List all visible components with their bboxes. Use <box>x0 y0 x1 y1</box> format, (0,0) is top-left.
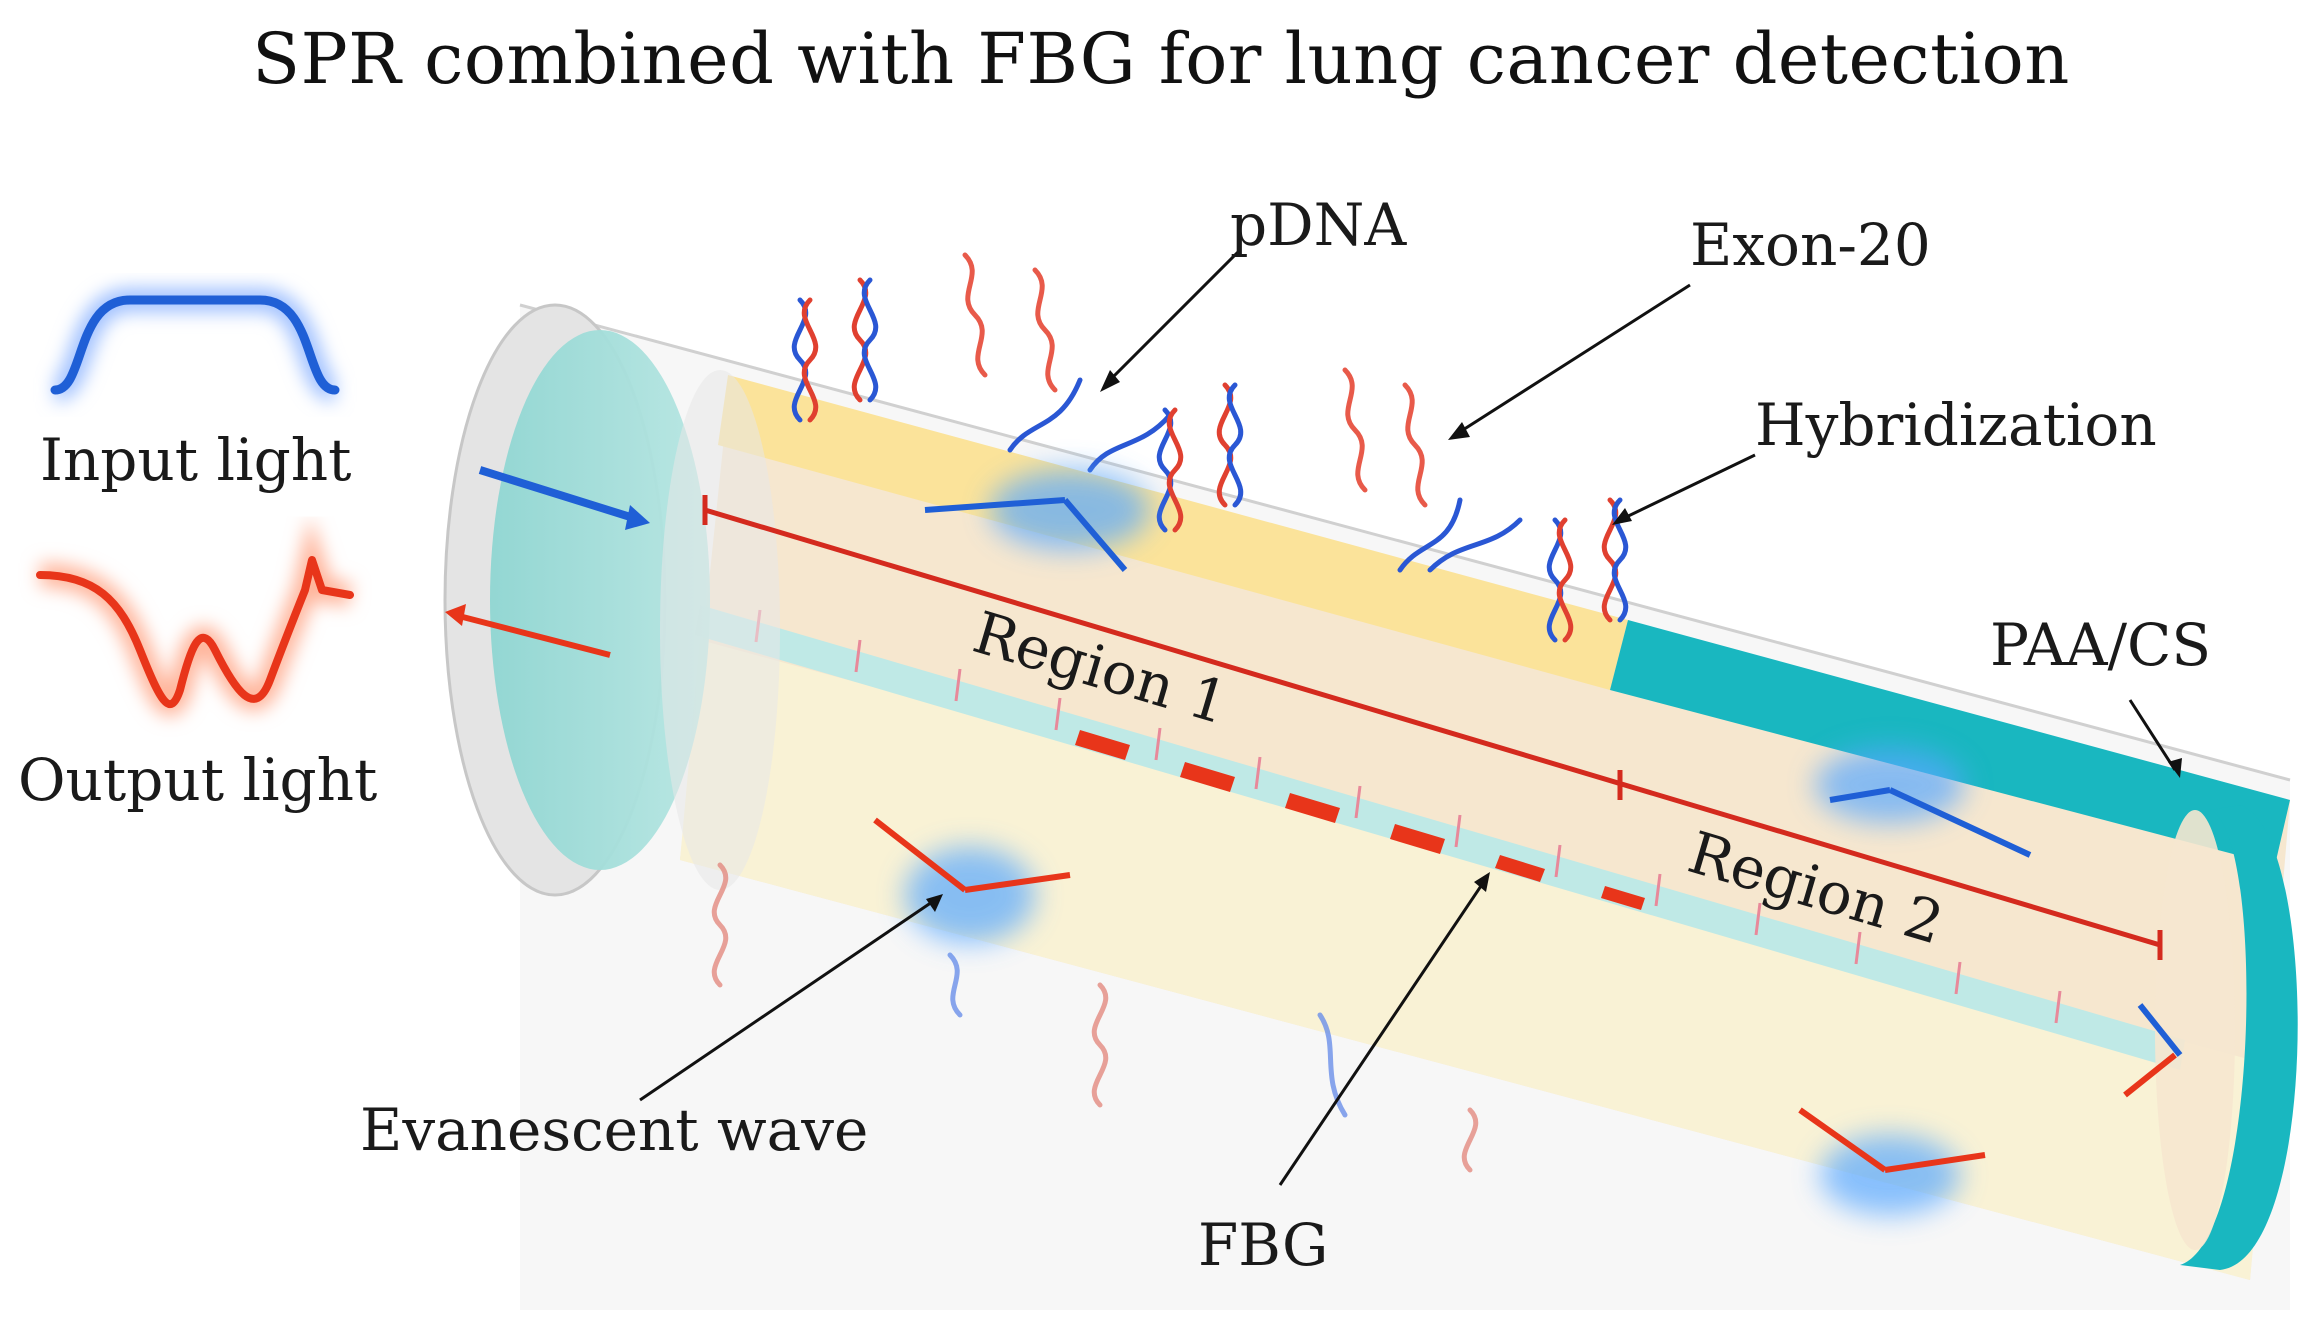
free-strand <box>962 252 988 378</box>
probe-strand <box>947 952 963 1018</box>
evanescent-interactions <box>873 470 2032 1215</box>
hybrid-strand <box>1546 497 1629 643</box>
output-light-legend: Output light <box>18 515 377 814</box>
free-strand <box>711 862 729 988</box>
gold-coating <box>718 375 1628 690</box>
fbg-label: FBG <box>1198 1211 1328 1279</box>
callout-arrowheads <box>926 370 2182 912</box>
probe-strand <box>1427 517 1523 573</box>
output-light-label: Output light <box>18 746 377 814</box>
free-strand <box>1402 382 1428 508</box>
light-direction-arrows <box>445 466 2183 1098</box>
probe-strand <box>1007 377 1083 453</box>
pdna-strand <box>791 277 879 423</box>
callout-lines <box>639 248 2177 1186</box>
evanescent-wave-label: Evanescent wave <box>360 1096 868 1164</box>
region-markers <box>702 495 2163 960</box>
dna-molecules <box>711 252 1629 1173</box>
free-strand <box>1091 982 1109 1108</box>
probe-strand <box>1397 497 1463 573</box>
input-light-label: Input light <box>40 426 351 494</box>
free-strand <box>1342 367 1368 493</box>
free-strand <box>1032 267 1058 393</box>
paa-cs-coating <box>1610 620 2290 865</box>
diagram-title: SPR combined with FBG for lung cancer de… <box>252 18 2070 100</box>
free-strand <box>1461 1107 1479 1173</box>
exon-20-label: Exon-20 <box>1690 211 1931 279</box>
pdna-label: pDNA <box>1230 191 1407 259</box>
hybridization-label: Hybridization <box>1755 391 2157 459</box>
hybrid-strand <box>1156 382 1244 533</box>
probe-strand <box>1087 412 1173 473</box>
paa-cs-label: PAA/CS <box>1990 611 2211 679</box>
input-light-legend: Input light <box>40 288 351 494</box>
probe-strand <box>1317 1012 1348 1118</box>
